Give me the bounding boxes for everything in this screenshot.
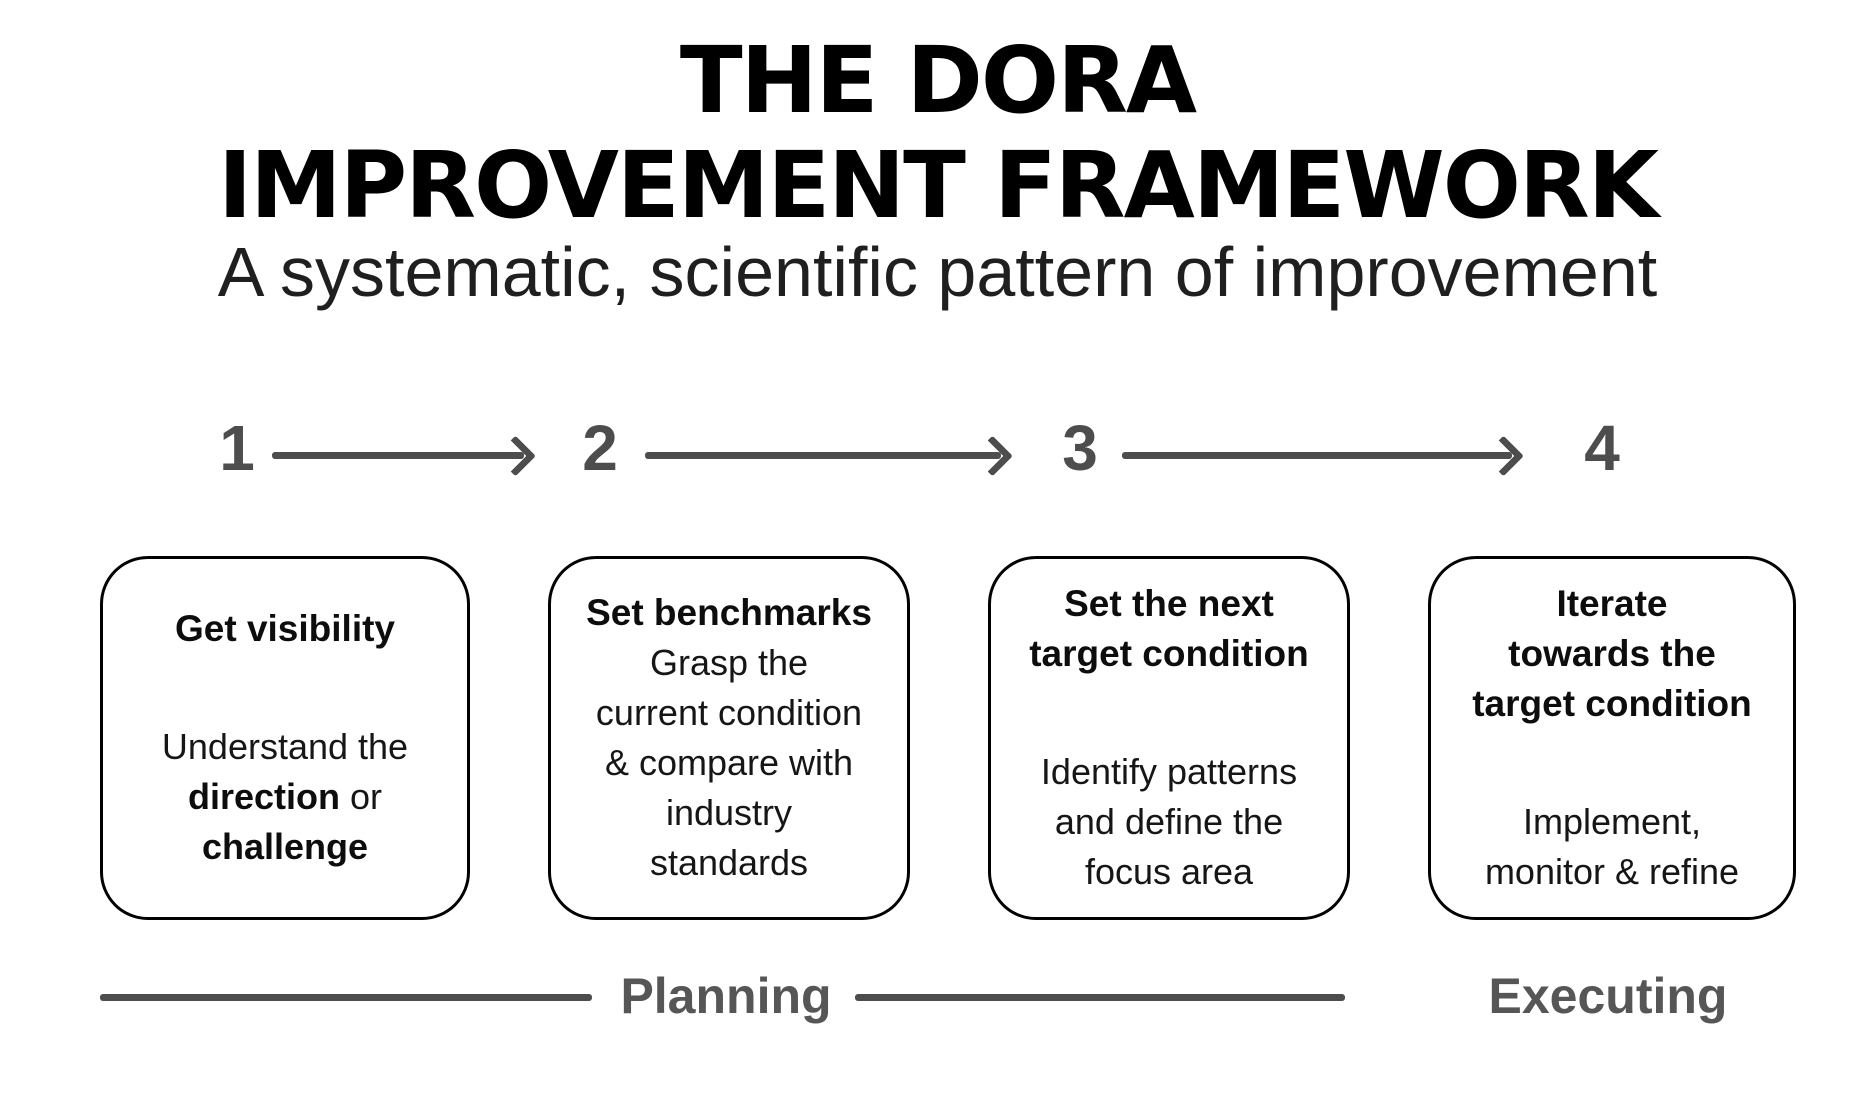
page-title-line-2: IMPROVEMENT FRAMEWORK: [217, 132, 1659, 239]
card-4-heading: Iterate towards the target condition: [1472, 583, 1752, 724]
card-3-heading: Set the next target condition: [1029, 583, 1309, 674]
planning-bracket-line-right: [855, 994, 1345, 1001]
step-number-4: 4: [1584, 412, 1620, 484]
step-card-get-visibility: Get visibility Understand the direction …: [100, 556, 470, 920]
card-3-body: Identify patterns and define the focus a…: [1040, 751, 1298, 892]
planning-bracket-line-left: [100, 994, 592, 1001]
step-number-2: 2: [582, 412, 618, 484]
card-1-heading: Get visibility: [174, 608, 395, 649]
executing-label: Executing: [1488, 968, 1728, 1024]
arrow-3-to-4-icon: [1122, 452, 1512, 459]
subtitle: A systematic, scientific pattern of impr…: [217, 233, 1658, 311]
step-number-1: 1: [219, 412, 255, 484]
card-2-heading: Set benchmarks: [586, 592, 872, 633]
arrow-1-to-2-icon: [272, 452, 524, 459]
step-number-3: 3: [1062, 412, 1098, 484]
arrow-2-to-3-icon: [645, 452, 1001, 459]
card-2-body: Grasp the current condition & compare wi…: [595, 642, 863, 883]
page-title-line-1: THE DORA: [679, 27, 1197, 134]
step-card-set-benchmarks: Set benchmarks Grasp the current conditi…: [548, 556, 910, 920]
planning-label: Planning: [620, 968, 832, 1024]
step-card-iterate-towards-target: Iterate towards the target condition Imp…: [1428, 556, 1796, 920]
step-card-set-next-target-condition: Set the next target condition Identify p…: [988, 556, 1350, 920]
card-1-body: Understand the direction or challenge: [161, 726, 409, 867]
page-title: THE DORA IMPROVEMENT FRAMEWORK: [0, 28, 1875, 238]
card-4-body: Implement, monitor & refine: [1484, 801, 1740, 892]
